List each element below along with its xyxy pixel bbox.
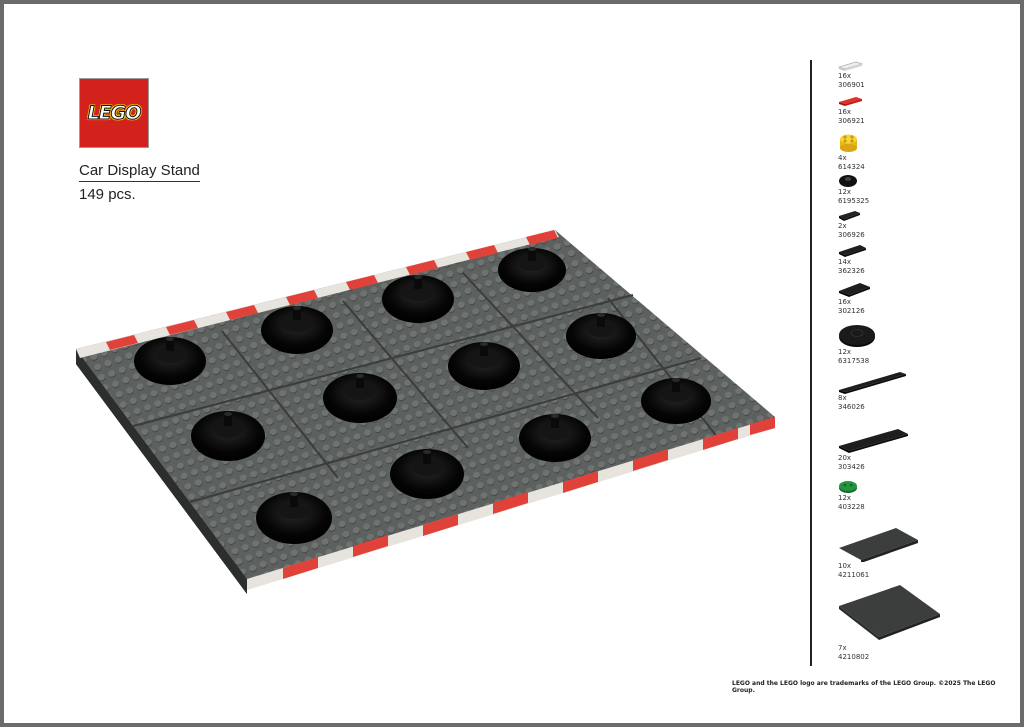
- instruction-page: LEGO Car Display Stand 149 pcs.: [4, 4, 1020, 723]
- black-plate-2x8-icon: [839, 429, 908, 453]
- black-plate-1x8-icon: [839, 372, 906, 394]
- legal-footer: LEGO and the LEGO logo are trademarks of…: [732, 680, 996, 694]
- green-round-plate-icon: [839, 481, 857, 493]
- white-tile-icon: [838, 61, 864, 71]
- dark-grey-plate-8x8-icon: [839, 585, 940, 640]
- dark-grey-plate-4x8-icon: [839, 528, 918, 562]
- yellow-round-brick-icon: [840, 134, 857, 152]
- front-curb: [247, 417, 775, 590]
- round-dishes: [134, 247, 711, 544]
- black-plate-2x3-icon: [839, 245, 866, 257]
- model-render: [76, 230, 775, 594]
- set-title: Car Display Stand: [79, 162, 200, 182]
- black-round-plate-icon: [839, 325, 875, 347]
- lego-logo: LEGO: [79, 78, 149, 148]
- piece-count: 149 pcs.: [79, 186, 136, 203]
- black-plate-2x3-icon: [839, 283, 870, 297]
- black-tile-icon: [839, 211, 860, 221]
- logo-text: LEGO: [87, 102, 142, 125]
- red-tile-icon: [839, 97, 862, 106]
- inventory-divider: [810, 60, 812, 666]
- back-curb: [76, 230, 559, 358]
- black-dish-icon: [839, 175, 857, 187]
